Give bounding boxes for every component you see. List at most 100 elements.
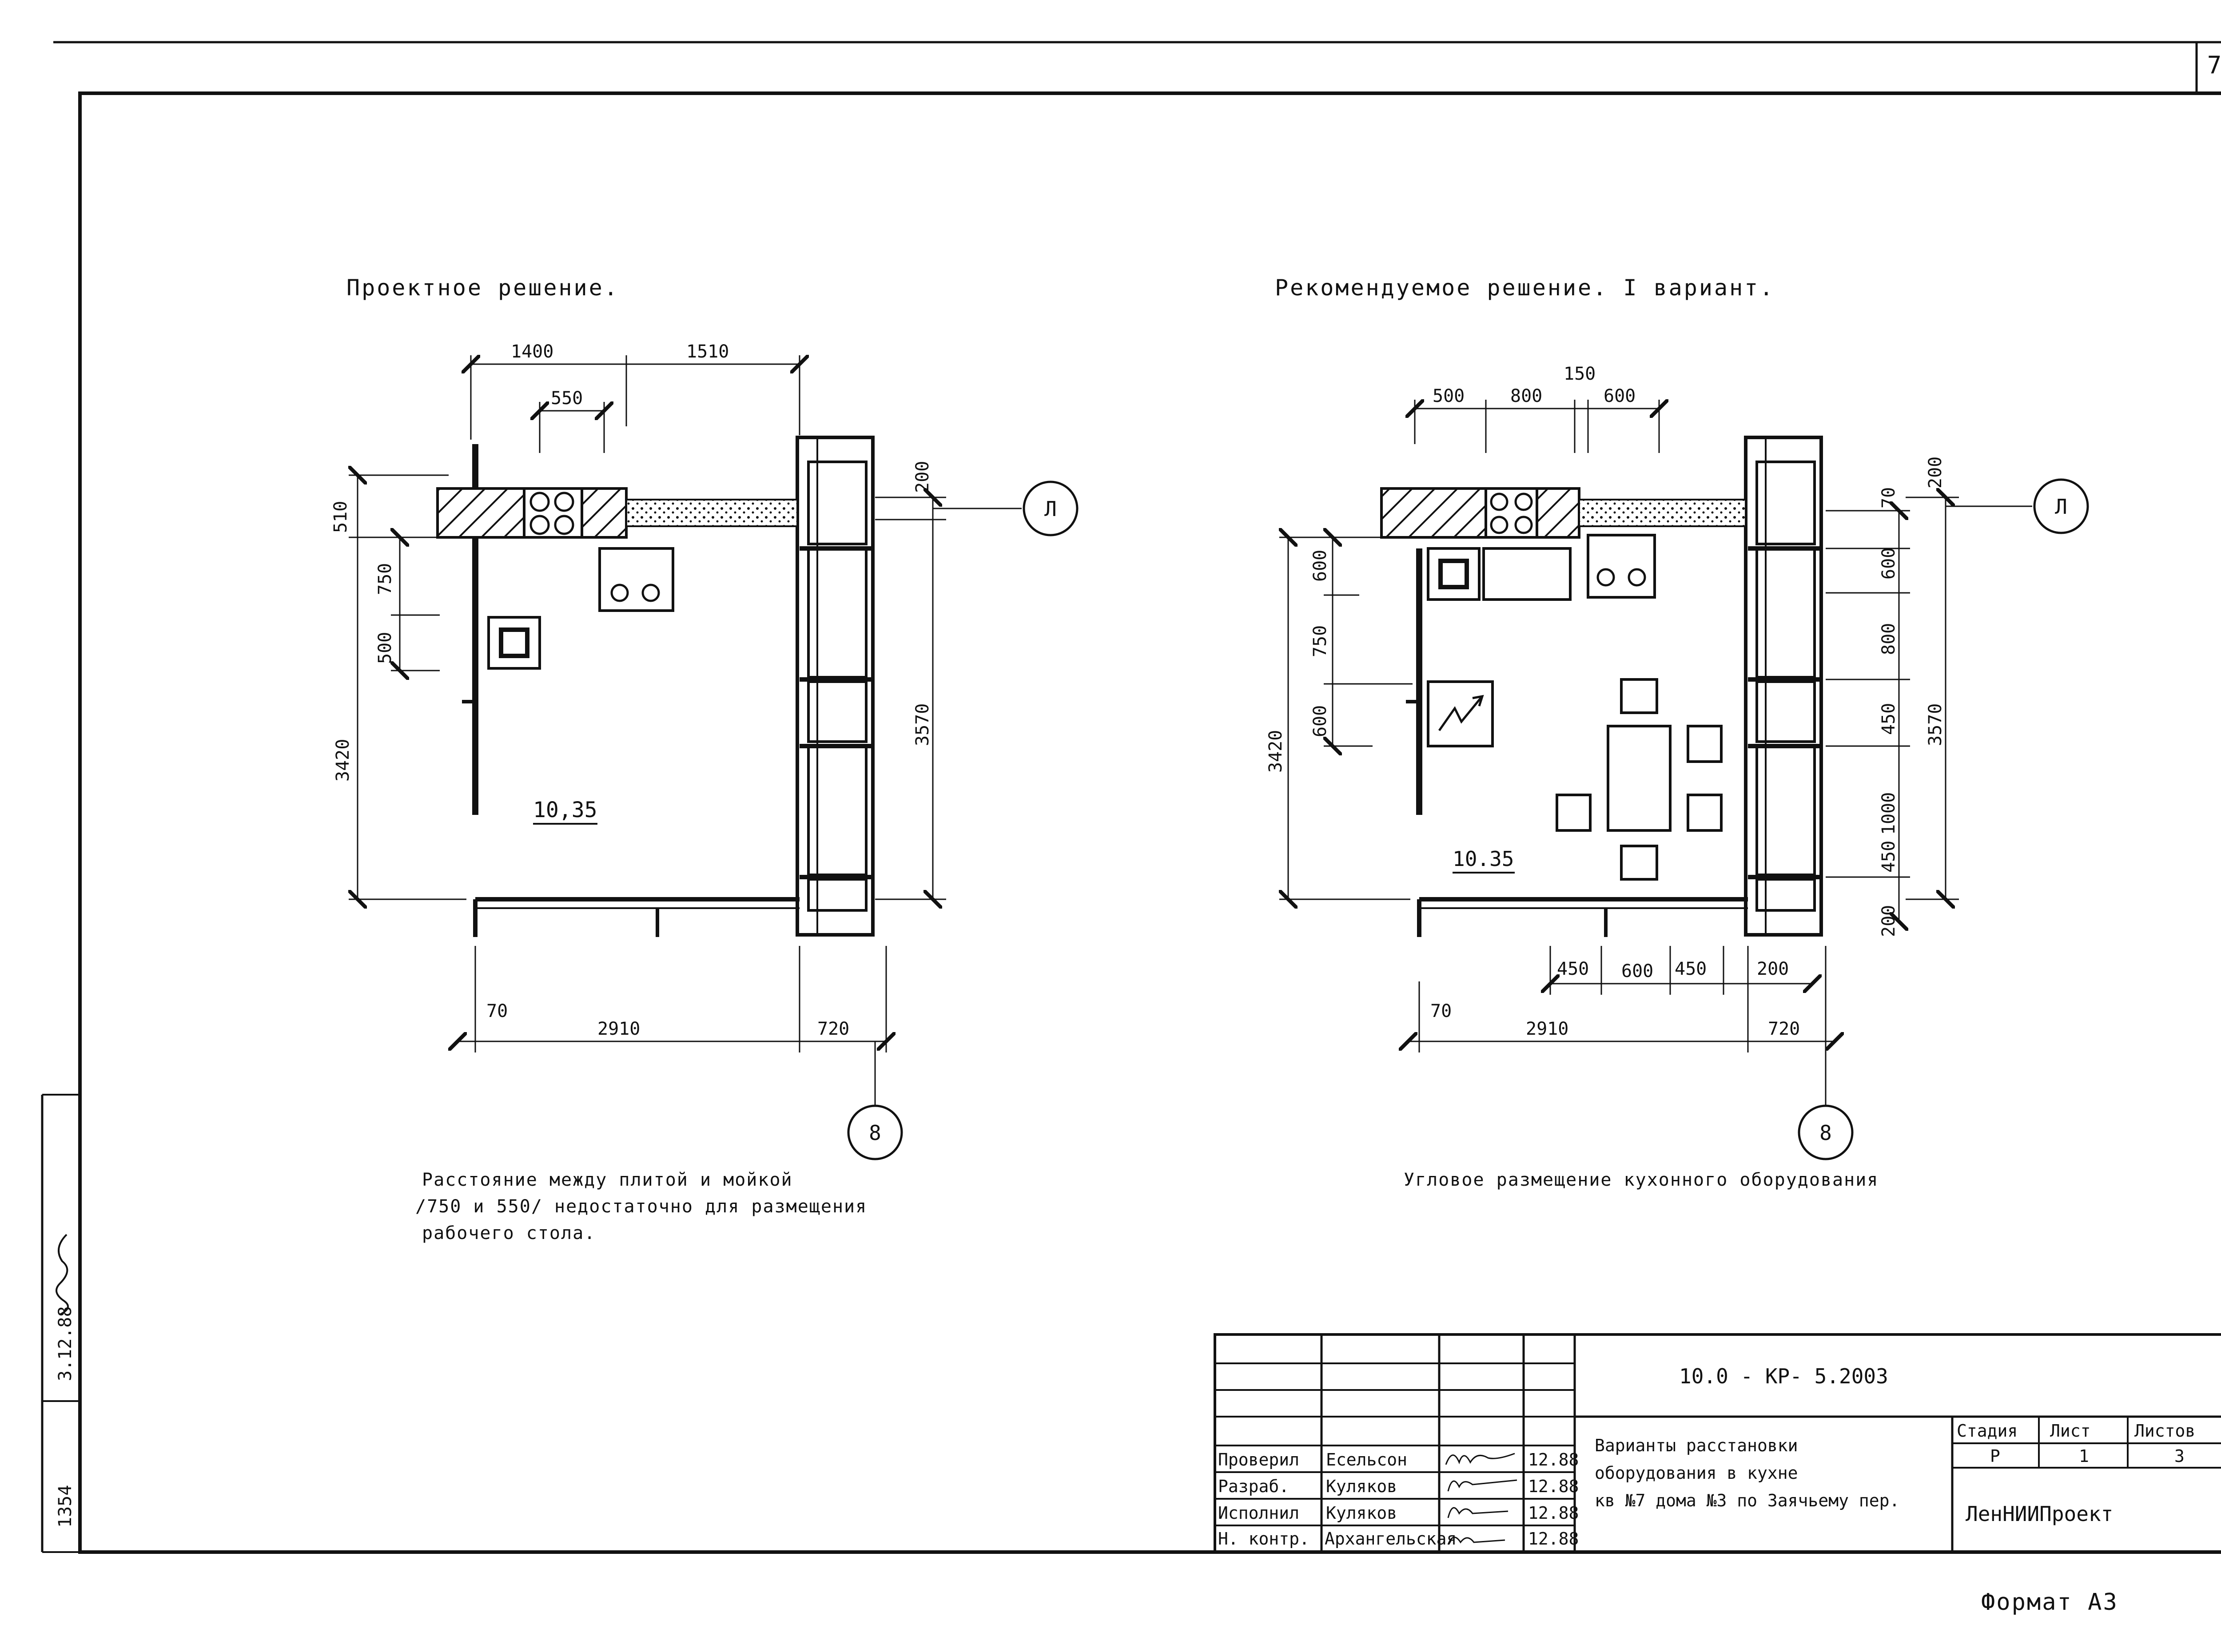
row-name-1: Есельсон (1326, 1450, 1407, 1469)
row-date-2: 12.88 (1528, 1477, 1579, 1496)
left-counter-hatched (436, 487, 525, 539)
right-sink (1427, 547, 1481, 601)
right-dim-600: 600 (1604, 386, 1636, 406)
right-axis-l: Л (2055, 495, 2067, 519)
right-dims-bottom: 70 2910 720 8 (1408, 946, 1854, 1160)
left-dim-70: 70 (486, 1001, 508, 1021)
row-name-4: Архангельская (1325, 1529, 1457, 1549)
description-line-1: Варианты расстановки (1595, 1436, 1798, 1455)
left-dim-1510: 1510 (686, 342, 729, 362)
right-dim-150: 150 (1564, 364, 1596, 384)
left-stove (598, 547, 674, 612)
left-dim-1400: 1400 (511, 342, 553, 362)
right-dim-3420: 3420 (1266, 730, 1286, 773)
dining-table (1607, 725, 1672, 832)
margin-stamp-1: 1354 (55, 1485, 76, 1528)
left-plan-walls (462, 436, 875, 937)
sheet-value: 1 (2079, 1446, 2089, 1466)
left-note: Расстояние между плитой и мойкой /750 и … (415, 1170, 867, 1243)
left-sink (487, 616, 541, 670)
organization: ЛенНИИПроект (1966, 1502, 2113, 1526)
doc-code: 10.0 - КР- 5.2003 (1679, 1364, 1888, 1388)
left-axis-l: Л (1044, 497, 1057, 521)
left-area-label: 10,35 (533, 798, 597, 822)
right-dim-800-r: 800 (1879, 623, 1899, 655)
right-plan-heading: Рекомендуемое решение. I вариант. (1275, 275, 1775, 301)
right-caption: Угловое размещение кухонного оборудовани… (1404, 1170, 1879, 1190)
left-dim-510: 510 (330, 501, 351, 533)
right-dim-450-r1: 450 (1879, 703, 1899, 735)
margin-strip: 1354 3.12.88 (41, 1094, 80, 1553)
chair (1687, 794, 1723, 832)
chair (1620, 678, 1658, 714)
signature-4 (1447, 1537, 1505, 1545)
right-counter-hatched-2 (1536, 487, 1580, 539)
margin-stamp-2: 3.12.88 (55, 1306, 76, 1381)
row-name-2: Куляков (1326, 1477, 1397, 1496)
row-date-1: 12.88 (1528, 1450, 1579, 1469)
left-dim-500: 500 (375, 632, 395, 664)
left-dims-left: 510 750 500 3420 (330, 475, 466, 899)
left-dim-200: 200 (912, 461, 933, 493)
left-dim-550: 550 (551, 388, 583, 409)
left-note-line-2: /750 и 550/ недостаточно для размещения (415, 1196, 867, 1217)
right-dims-right-outer: 200 3570 Л (1906, 457, 2089, 899)
right-dim-2910: 2910 (1526, 1019, 1568, 1039)
left-note-line-1: Расстояние между плитой и мойкой (422, 1170, 793, 1190)
row-role-1: Проверил (1218, 1450, 1299, 1469)
row-role-3: Исполнил (1218, 1503, 1299, 1523)
right-dim-200-b: 200 (1757, 959, 1789, 979)
right-area-label: 10.35 (1453, 847, 1514, 871)
left-counter-hatched-2 (581, 487, 628, 539)
description-line-3: кв №7 дома №3 по Заячьему пер. (1595, 1491, 1899, 1510)
right-work-table (1482, 547, 1572, 601)
row-date-4: 12.88 (1528, 1529, 1579, 1549)
right-plan-walls (1406, 436, 1823, 937)
chair (1556, 794, 1592, 832)
right-dim-70-b: 70 (1430, 1001, 1452, 1021)
right-dims-left: 600 750 600 3420 (1266, 537, 1413, 899)
right-dim-3570: 3570 (1925, 703, 1946, 746)
margin-signature (56, 1234, 69, 1315)
left-dims-bottom: 70 2910 720 8 (458, 946, 903, 1160)
right-dim-1000: 1000 (1879, 792, 1899, 835)
title-block: 10.0 - КР- 5.2003 Проверил Есельсон 12.8… (1214, 1333, 2221, 1553)
chair (1620, 845, 1658, 881)
signature-2 (1447, 1479, 1517, 1492)
right-dim-800: 800 (1510, 386, 1542, 406)
right-axis-8: 8 (1819, 1121, 1832, 1145)
left-counter-dotted (625, 499, 798, 527)
left-dim-720: 720 (817, 1019, 849, 1039)
left-dim-750: 750 (375, 563, 395, 595)
description-line-2: оборудования в кухне (1595, 1463, 1798, 1483)
right-dim-600-r: 600 (1879, 548, 1899, 580)
sheet-header: Лист (2050, 1421, 2091, 1441)
right-stove (1587, 534, 1656, 599)
sheet-frame (53, 41, 2221, 1554)
page-number: 7 (2207, 51, 2221, 79)
stage-value: Р (1990, 1446, 2000, 1466)
right-plan: Рекомендуемое решение. I вариант. (1266, 275, 2089, 1190)
left-dims-right: 200 3570 Л (875, 461, 1079, 899)
right-dims-top: 500 800 150 600 (1415, 364, 1659, 453)
left-dim-3570: 3570 (912, 703, 933, 746)
right-refrigerator (1427, 680, 1494, 747)
sheets-header: Листов (2134, 1421, 2195, 1441)
left-plan: Проектное решение. (330, 275, 1079, 1243)
right-counter-hatched (1380, 487, 1487, 539)
chair (1687, 725, 1723, 763)
stage-header: Стадия (1957, 1421, 2018, 1441)
right-dims-bottom-inner: 450 600 450 200 (1550, 946, 1812, 995)
signature-3 (1447, 1507, 1509, 1518)
row-role-2: Разраб. (1218, 1477, 1289, 1496)
right-dims-right-inner: 70 600 800 450 1000 450 200 (1826, 487, 1910, 937)
right-dining-set (1556, 678, 1723, 881)
right-dim-600-a: 600 (1310, 550, 1330, 582)
right-dim-200-r: 200 (1879, 905, 1899, 937)
right-dim-500: 500 (1433, 386, 1465, 406)
right-dim-450-r2: 450 (1879, 841, 1899, 873)
row-role-4: Н. контр. (1218, 1529, 1310, 1549)
right-dim-450-b2: 450 (1675, 959, 1707, 979)
row-date-3: 12.88 (1528, 1503, 1579, 1523)
